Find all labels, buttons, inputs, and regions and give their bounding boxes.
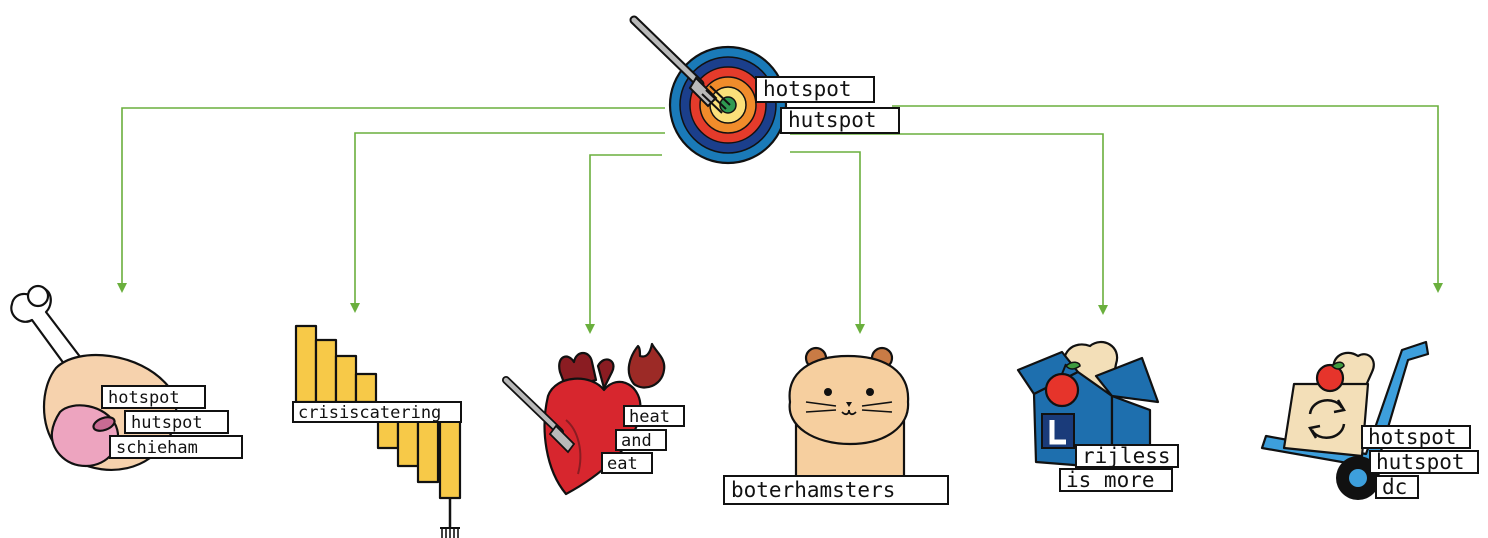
- is-more-label: is more: [1066, 468, 1155, 492]
- bar-steps-fork-icon: [294, 324, 462, 538]
- rijless-label: rijless: [1082, 444, 1171, 468]
- heat-label: heat: [629, 407, 670, 427]
- root-node: hotspot hutspot: [629, 15, 900, 165]
- heart-flame-icon: [502, 342, 666, 496]
- hamster-icon: [788, 346, 910, 480]
- connector-crisiscatering: [350, 132, 665, 313]
- food-box-icon: [1016, 340, 1160, 470]
- child-hotspot-hutspot-dc: hotspot hutspot dc: [1260, 340, 1479, 500]
- schieham-label-3: schieham: [116, 438, 198, 458]
- connector-boterhamsters: [790, 151, 865, 334]
- dc-label-3: dc: [1382, 475, 1407, 499]
- connector-schieham: [117, 107, 665, 293]
- connector-heat-and-eat: [585, 154, 662, 334]
- root-label-2: hutspot: [788, 108, 877, 132]
- child-boterhamsters: boterhamsters: [723, 346, 949, 505]
- target-fork-icon: [629, 15, 788, 165]
- child-schieham: hotspot hutspot schieham: [10, 284, 243, 471]
- eat-label: eat: [607, 454, 638, 474]
- schieham-label-1: hotspot: [108, 388, 180, 408]
- child-heat-and-eat: heat and eat: [502, 342, 685, 496]
- dc-label-2: hutspot: [1376, 450, 1465, 474]
- crisiscatering-label: crisiscatering: [298, 403, 441, 423]
- hand-truck-icon: [1260, 340, 1430, 500]
- connector-rijless-is-more: [790, 133, 1108, 315]
- dc-label-1: hotspot: [1368, 425, 1457, 449]
- connectors: [117, 105, 1443, 334]
- and-label: and: [621, 431, 652, 451]
- boterhamsters-label: boterhamsters: [731, 478, 895, 502]
- schieham-label-2: hutspot: [131, 413, 203, 433]
- connector-hotspot-hutspot-dc: [892, 105, 1443, 293]
- root-label-1: hotspot: [763, 77, 852, 101]
- child-rijless-is-more: rijless is more: [1016, 340, 1179, 492]
- child-crisiscatering: crisiscatering: [292, 324, 462, 538]
